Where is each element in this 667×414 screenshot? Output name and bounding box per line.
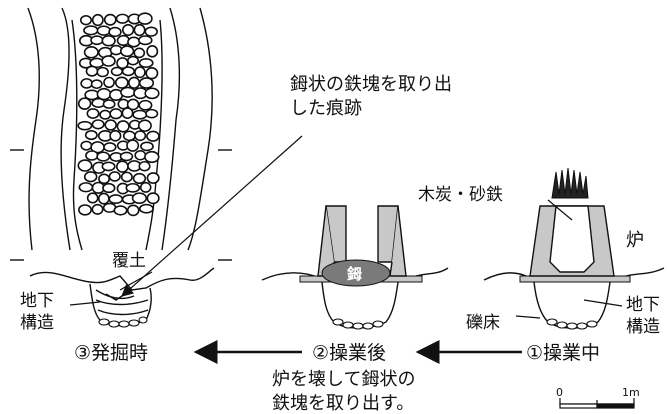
note-line1: 炉を壊して鉧状の	[272, 369, 415, 390]
gravel-bed-label: 礫床	[466, 313, 500, 333]
underground-label-left-1: 地下	[20, 291, 54, 311]
section-during-operation	[483, 167, 665, 329]
leader-lines	[69, 135, 623, 319]
stage1-label: ①操業中	[526, 342, 600, 364]
scale-bar	[559, 398, 635, 409]
section-after-operation-gravel	[332, 318, 384, 330]
stage2-label: ②操業後	[312, 342, 386, 364]
section-excavated-gravel	[98, 316, 148, 328]
underground-label-left-2: 構造	[20, 313, 54, 333]
charcoal-ironsand-label: 木炭・砂鉄	[418, 185, 503, 205]
stage3-label: ③発掘時	[74, 342, 148, 364]
trace-label-line2: した痕跡	[290, 98, 362, 119]
excavation-plan-view	[10, 7, 232, 261]
note-line2: 鉄塊を取り出す。	[272, 393, 414, 414]
furnace-label: 炉	[626, 230, 644, 251]
scale-start-label: 0	[556, 386, 563, 399]
gravel-column	[77, 12, 160, 217]
underground-label-right-1: 地下	[626, 295, 660, 315]
scale-end-label: 1m	[622, 386, 640, 399]
underground-label-right-2: 構造	[626, 317, 660, 337]
bloom-label: 鉧	[347, 265, 362, 283]
trace-label-line1: 鉧状の鉄塊を取り出	[290, 74, 452, 95]
section-excavated	[29, 267, 215, 327]
cover-soil-label: 覆土	[112, 251, 146, 271]
section-during-operation-gravel	[546, 318, 598, 330]
